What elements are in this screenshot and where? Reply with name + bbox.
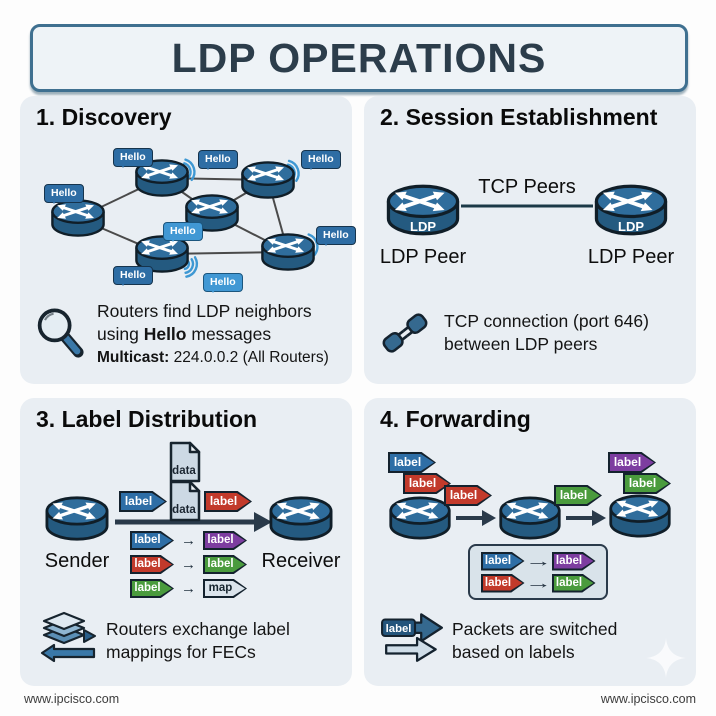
forwarding-heading: 4. Forwarding <box>380 406 531 432</box>
session-caption-line2: between LDP peers <box>444 334 598 354</box>
router-icon <box>260 232 316 272</box>
forwarding-caption-line2: based on labels <box>452 642 575 662</box>
data-file-icon: data <box>169 441 201 483</box>
router-icon <box>609 494 671 538</box>
hello-bubble: Hello <box>198 150 238 170</box>
svg-text:data: data <box>172 504 196 516</box>
session-caption: TCP connection (port 646) between LDP pe… <box>444 310 649 356</box>
label-tag-blue: label <box>130 531 174 550</box>
hello-bubble: Hello <box>203 273 243 293</box>
forwarding-caption: Packets are switched based on labels <box>452 618 617 664</box>
label-stack-exchange-icon <box>40 611 96 663</box>
footer-url-left: www.ipcisco.com <box>24 692 120 706</box>
label-mapping-row: label → label <box>480 551 596 571</box>
ldp-peer-label-right: LDP Peer <box>587 246 675 268</box>
label-tag-purple: label <box>608 452 656 473</box>
page-title: LDP OPERATIONS <box>171 34 547 81</box>
ldp-peer-label-left: LDP Peer <box>379 246 467 268</box>
router-icon <box>499 496 561 540</box>
hello-bubble: Hello <box>44 184 84 204</box>
label-tag-red: label <box>204 491 252 512</box>
discovery-caption-line1: Routers find LDP neighbors <box>97 301 312 321</box>
svg-text:label: label <box>386 623 412 635</box>
label-tag-purple: label <box>551 551 596 571</box>
tcp-peers-label: TCP Peers <box>478 176 576 198</box>
label-mapping-row: label → map <box>130 579 247 598</box>
router-ldp-text: LDP <box>410 219 436 234</box>
router-icon <box>389 496 451 540</box>
discovery-network-diagram <box>50 156 321 281</box>
panel-discovery: 1. Discovery Hello Hell <box>20 96 356 384</box>
label-mapping-row: label → label <box>130 531 247 550</box>
discovery-caption: Routers find LDP neighbors using Hello m… <box>97 300 329 369</box>
sparkle-decoration <box>646 638 686 678</box>
arrow-right-icon: → <box>524 574 552 592</box>
router-icon <box>50 198 106 238</box>
session-heading: 2. Session Establishment <box>380 104 658 130</box>
label-tag-red: label <box>403 473 451 494</box>
title-banner: LDP OPERATIONS <box>30 24 688 92</box>
session-caption-line1: TCP connection (port 646) <box>444 311 649 331</box>
label-mapping-row: label → label <box>480 573 596 593</box>
label-tag-blue: label <box>480 551 525 571</box>
router-icon <box>240 160 296 200</box>
distribution-caption-line1: Routers exchange label <box>106 619 290 639</box>
forwarding-diagram <box>389 494 671 540</box>
distribution-heading: 3. Label Distribution <box>36 406 258 432</box>
label-tag-blue: label <box>119 491 167 512</box>
session-diagram <box>386 184 668 236</box>
distribution-caption: Routers exchange label mappings for FECs <box>106 618 290 664</box>
hello-bubble: Hello <box>113 266 153 286</box>
hello-bubble: Hello <box>113 148 153 168</box>
svg-text:data: data <box>172 465 196 477</box>
magnifier-icon <box>37 308 84 358</box>
label-mapping-box: label → label label → label <box>468 544 608 600</box>
router-icon <box>269 496 333 541</box>
hello-bubble: Hello <box>316 226 356 246</box>
panel-label-distribution: 3. Label Distribution data data label la… <box>20 398 352 686</box>
label-tag-purple: label <box>203 531 247 550</box>
arrow-right-icon: → <box>181 580 196 597</box>
router-icon <box>45 496 109 541</box>
label-tag-green: label <box>130 579 174 598</box>
distribution-diagram <box>45 496 333 541</box>
label-tag-green: label <box>203 555 247 574</box>
label-tag-red: label <box>130 555 174 574</box>
distribution-caption-line2: mappings for FECs <box>106 642 256 662</box>
discovery-caption-line2: using Hello messages <box>97 324 272 344</box>
receiver-label: Receiver <box>261 550 341 572</box>
label-tag-red: label <box>444 485 492 506</box>
hello-bubble: Hello <box>301 150 341 170</box>
label-tag-green: label <box>623 473 671 494</box>
footer-url-right: www.ipcisco.com <box>600 692 696 706</box>
label-tag-blue: label <box>388 452 436 473</box>
discovery-heading: 1. Discovery <box>36 104 172 130</box>
arrow-right-icon: → <box>181 556 196 573</box>
labeled-packet-arrow-icon: label <box>381 613 443 662</box>
label-tag-green: label <box>551 573 596 593</box>
data-file-icon: data <box>169 480 201 522</box>
map-tag: map <box>203 579 247 598</box>
hello-bubble: Hello <box>163 222 203 242</box>
label-tag-red: label <box>480 573 525 593</box>
arrow-right-icon: → <box>181 532 196 549</box>
router-ldp-text: LDP <box>618 219 644 234</box>
panel-forwarding: 4. Forwarding label label label label la… <box>364 398 696 686</box>
arrow-right-icon: → <box>524 552 552 570</box>
label-mapping-row: label → label <box>130 555 247 574</box>
plug-connection-icon <box>382 313 428 353</box>
sender-label: Sender <box>44 550 110 572</box>
discovery-caption-line3: Multicast: 224.0.0.2 (All Routers) <box>97 349 329 366</box>
panel-session-establishment: 2. Session Establishment TCP Peers LDP L… <box>364 96 696 384</box>
label-tag-green: label <box>554 485 602 506</box>
forwarding-caption-line1: Packets are switched <box>452 619 618 639</box>
